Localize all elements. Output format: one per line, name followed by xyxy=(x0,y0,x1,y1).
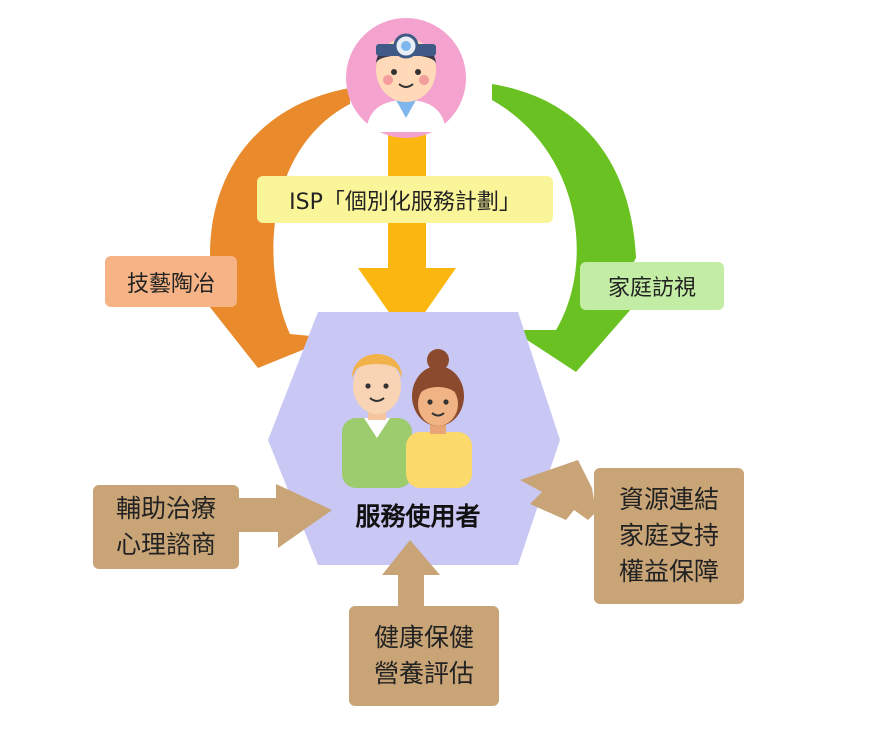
doctor-avatar-icon xyxy=(346,18,466,138)
service-user-label: 服務使用者 xyxy=(355,502,481,531)
bottom-tan-arrow xyxy=(382,540,440,610)
right-box-line-2: 家庭支持 xyxy=(618,521,719,550)
right-box-line-1: 資源連結 xyxy=(618,485,719,514)
isp-plan-label: ISP「個別化服務計劃」 xyxy=(257,176,553,223)
left-box-line-2: 心理諮商 xyxy=(115,530,216,559)
right-service-box: 資源連結 家庭支持 權益保障 xyxy=(594,468,744,604)
left-tan-arrow xyxy=(236,484,332,548)
home-visit-label: 家庭訪視 xyxy=(580,262,724,310)
left-box-line-1: 輔助治療 xyxy=(115,494,216,523)
craft-therapy-label: 技藝陶冶 xyxy=(105,256,237,307)
couple-users-icon xyxy=(342,349,472,488)
bottom-service-box: 健康保健 營養評估 xyxy=(349,606,499,706)
bottom-box-line-2: 營養評估 xyxy=(373,659,474,688)
right-box-line-3: 權益保障 xyxy=(618,557,719,586)
yellow-down-arrow xyxy=(358,128,456,338)
right-tan-arrow xyxy=(520,460,596,520)
bottom-box-line-1: 健康保健 xyxy=(373,623,474,652)
left-service-box: 輔助治療 心理諮商 xyxy=(93,485,239,569)
